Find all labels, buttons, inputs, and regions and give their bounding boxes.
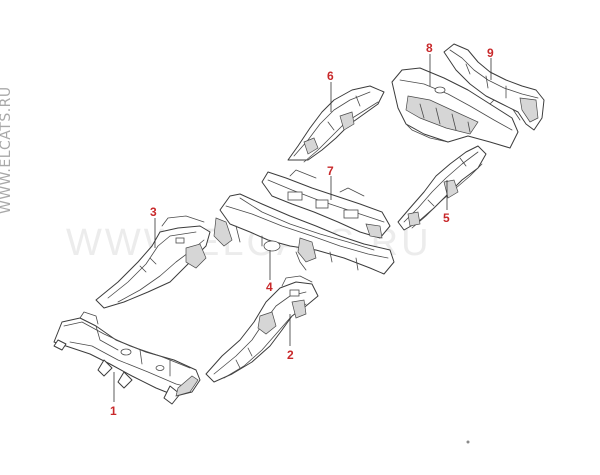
part-3-left-front-member[interactable] <box>95 215 211 309</box>
part-6-center-left-member[interactable] <box>287 85 385 163</box>
callout-6[interactable]: 6 <box>327 69 334 83</box>
part-8-rear-floor[interactable] <box>391 67 521 149</box>
part-1-front-crossmember[interactable] <box>53 311 201 405</box>
leader-lines <box>113 54 492 402</box>
callout-7[interactable]: 7 <box>327 164 334 178</box>
part-9-rear-member[interactable] <box>443 43 545 131</box>
callout-9[interactable]: 9 <box>487 46 494 60</box>
corner-dot <box>466 440 470 444</box>
callout-8[interactable]: 8 <box>426 41 433 55</box>
part-4-floor-crossmember[interactable] <box>213 193 395 275</box>
callout-1[interactable]: 1 <box>110 404 117 418</box>
part-5-center-right-member[interactable] <box>397 145 487 231</box>
callout-2[interactable]: 2 <box>287 348 294 362</box>
part-7-center-crossmember[interactable] <box>261 169 391 239</box>
part-2-right-front-member[interactable] <box>205 275 319 383</box>
callout-labels: 1 2 3 4 5 6 7 8 9 <box>110 41 494 418</box>
callout-4[interactable]: 4 <box>266 280 273 294</box>
callout-3[interactable]: 3 <box>150 205 157 219</box>
callout-5[interactable]: 5 <box>443 211 450 225</box>
